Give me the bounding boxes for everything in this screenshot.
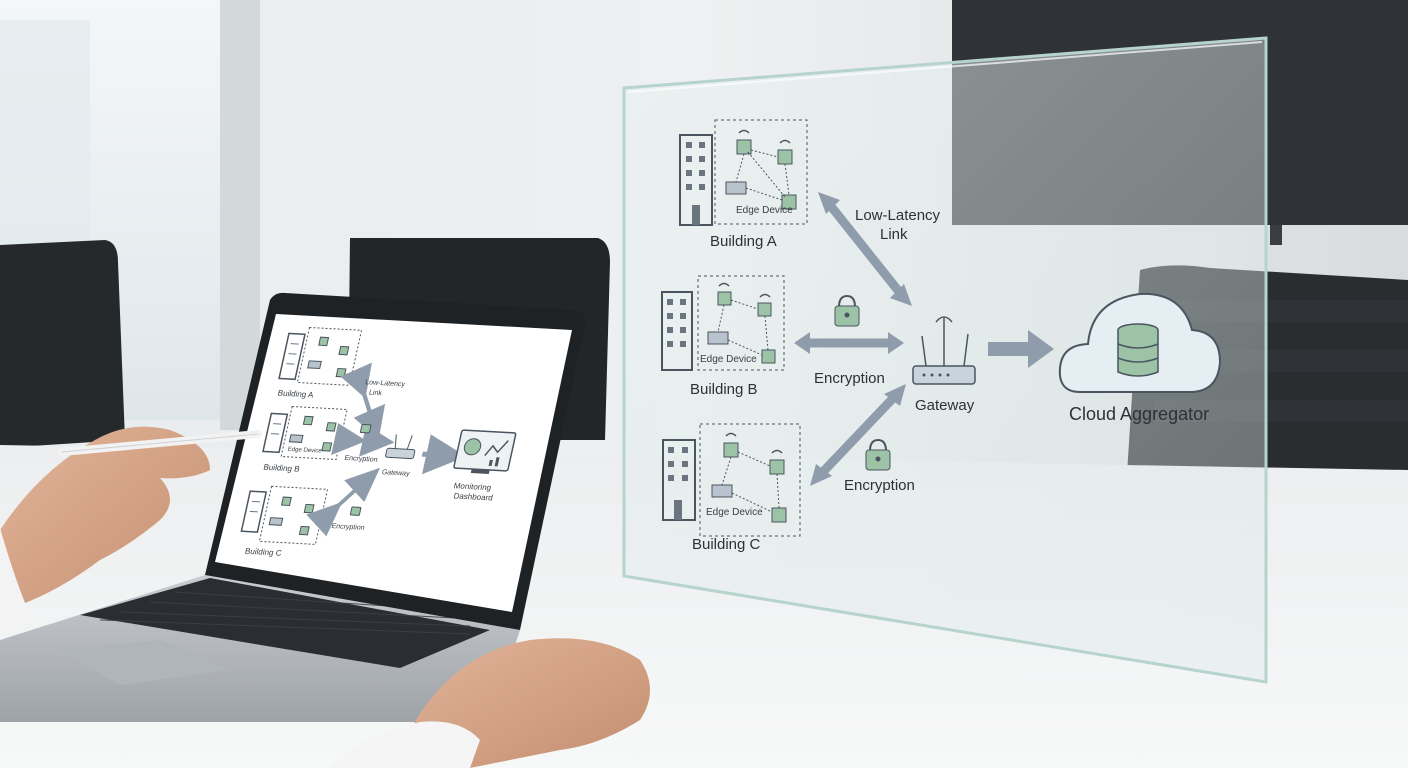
database-icon [1117,323,1159,377]
building-a-group: Edge Device Building A [679,119,808,250]
laptop-diagram: Building A Edge Device Building B Buildi… [240,326,517,558]
building-a-label: Building A [710,233,777,250]
laptop-encryption-label-b: Encryption [344,454,379,464]
link-arrow-b [794,332,904,354]
router-icon [912,316,976,385]
link-label-line1: Low-Latency [855,207,941,224]
chip-icon [711,442,787,523]
edge-device-label: Edge Device [700,354,757,365]
lock-icon [834,294,860,327]
building-b-group: Edge Device Building B [661,275,785,398]
laptop-link-line1: Low-Latency [364,378,406,388]
building-c-label: Building C [692,536,761,553]
laptop-dashboard-line1: Monitoring [453,481,492,492]
laptop-encryption-label-c: Encryption [331,522,366,532]
wifi-icon [725,432,783,454]
link-label-line2: Link [880,226,908,243]
building-icon [262,412,289,454]
building-icon [662,439,696,521]
building-icon [240,490,268,533]
edge-device-label: Edge Device [736,205,793,216]
laptop-building-c-label: Building C [244,547,283,558]
laptop-edge-device-label: Edge Device [287,447,323,455]
link-arrow-c [810,384,906,486]
laptop-screen [215,314,572,612]
lock-icon [349,506,362,516]
building-b-label: Building B [690,381,758,398]
wifi-icon [718,282,771,298]
left-hand-with-stylus [0,426,262,640]
gateway-label: Gateway [915,397,975,414]
dashboard-icon [453,429,517,474]
laptop-link-line2: Link [368,389,383,398]
building-c-group: Edge Device Building C [662,423,801,553]
router-icon [385,434,416,460]
right-hand [330,638,650,768]
chip-icon [707,291,776,364]
lock-icon [359,424,372,434]
lock-icon [865,438,891,471]
laptop-dashboard-line2: Dashboard [453,491,494,502]
building-icon [661,291,693,371]
building-icon [278,332,306,381]
encryption-label-c: Encryption [844,477,915,494]
link-arrow-a [818,192,912,306]
wifi-icon [738,129,791,144]
arrow-to-cloud [988,330,1054,368]
laptop-building-b-label: Building B [263,463,301,474]
laptop [0,292,586,722]
chip-icon [288,415,337,452]
encryption-label-b: Encryption [814,370,885,387]
edge-device-label: Edge Device [706,507,763,518]
laptop-building-a-label: Building A [277,389,315,400]
building-icon [679,134,713,226]
cloud-aggregator-label: Cloud Aggregator [1069,404,1209,424]
laptop-gateway-label: Gateway [381,468,411,477]
chair-left [0,240,125,448]
